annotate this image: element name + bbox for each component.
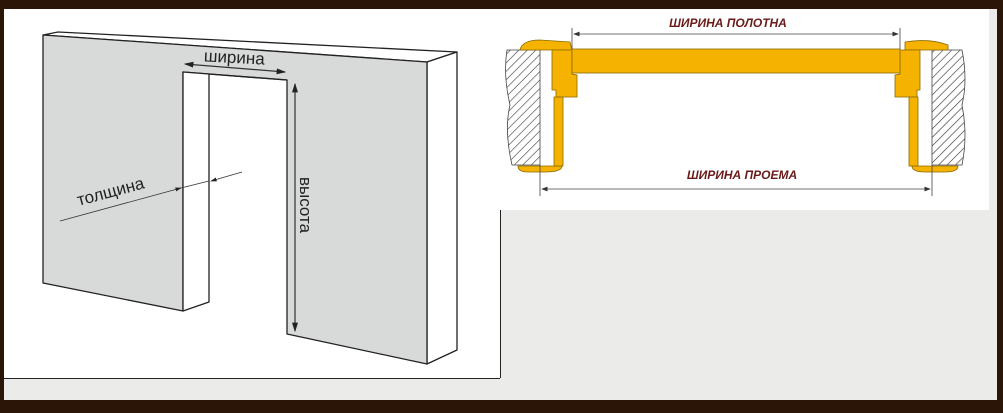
dimension-lines bbox=[59, 61, 298, 333]
width-arrow bbox=[183, 61, 287, 75]
left-wall-hatch bbox=[505, 49, 541, 166]
leaf-width-label: ШИРИНА ПОЛОТНА bbox=[669, 16, 787, 30]
right-wall-hatch bbox=[931, 49, 966, 166]
wall-opening-drawing bbox=[42, 31, 458, 365]
height-label: высота bbox=[296, 177, 315, 234]
wall-side-face bbox=[426, 51, 458, 365]
thickness-arrow-right bbox=[210, 171, 243, 182]
section-dimensions bbox=[539, 28, 933, 196]
thickness-arrow-left bbox=[59, 187, 182, 222]
jamb-inner-face bbox=[182, 71, 210, 312]
opening-width-label: ШИРИНА ПРОЕМА bbox=[687, 168, 797, 182]
door-leaf bbox=[571, 48, 901, 74]
width-label: ширина bbox=[203, 46, 265, 68]
